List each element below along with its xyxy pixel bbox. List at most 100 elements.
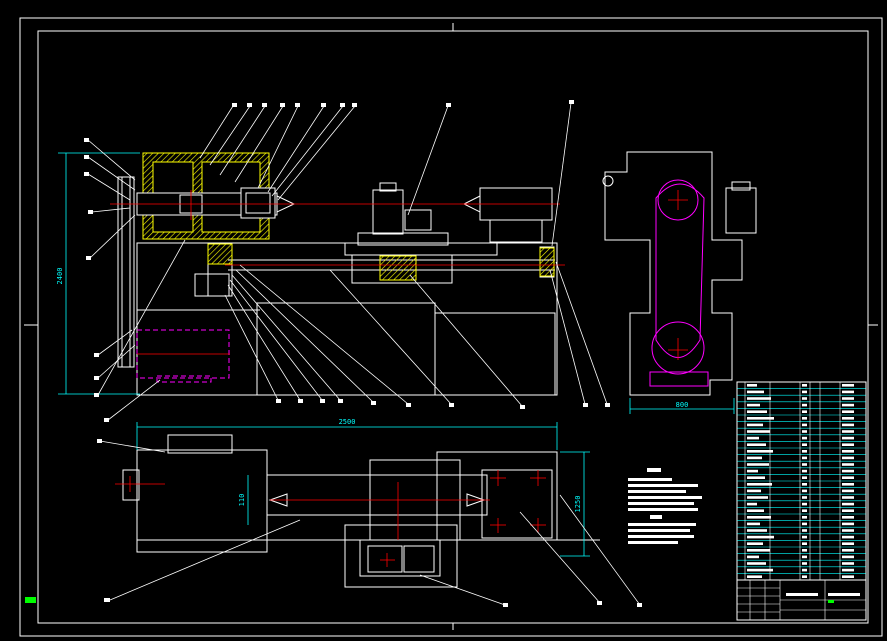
parts-list-cell-text	[802, 568, 807, 572]
title-block-text	[786, 593, 818, 596]
center-lines-side	[668, 190, 688, 360]
parts-list-cell-text	[802, 496, 807, 499]
main-elevation-view	[117, 152, 558, 396]
parts-list-cell-text	[842, 390, 854, 394]
parts-list-cell-text	[747, 403, 760, 407]
parts-list-cell-text	[842, 384, 854, 387]
plan-view	[122, 434, 600, 588]
status-mark	[25, 597, 36, 603]
parts-list-cell-text	[842, 562, 854, 565]
parts-list-cell-text	[802, 483, 807, 486]
leader-lines-bottom	[224, 261, 608, 407]
parts-list-cell-text	[842, 568, 854, 572]
parts-list-cell-text	[747, 483, 772, 486]
leader-tags-left	[84, 138, 109, 422]
parts-list-cell-text	[842, 502, 854, 506]
parts-list-cell-text	[842, 417, 854, 420]
leader-tags-top	[232, 100, 574, 107]
parts-list-cell-text	[802, 549, 807, 552]
parts-list-cell-text	[747, 463, 769, 466]
parts-list-cell-text	[802, 489, 807, 493]
parts-list-cell-text	[802, 529, 807, 532]
parts-list-cell-text	[842, 542, 854, 545]
parts-list-cell-text	[747, 436, 759, 440]
parts-list-cell-text	[802, 535, 807, 539]
dim-right-base	[629, 398, 735, 414]
sheet-border	[19, 17, 883, 637]
parts-list-cell-text	[802, 516, 807, 519]
parts-list-cell-text	[802, 463, 807, 466]
parts-list-cell-text	[747, 430, 770, 433]
center-lines-plan	[115, 470, 546, 567]
parts-list-cell-text	[842, 410, 854, 413]
parts-list-cell-text	[747, 469, 758, 473]
parts-list-cell-text	[747, 384, 757, 387]
parts-list-cell-text	[747, 575, 762, 578]
parts-list-cell-text	[842, 450, 854, 453]
title-block-mark	[828, 600, 834, 603]
parts-list-cell-text	[842, 529, 854, 532]
parts-list-cell-text	[842, 575, 854, 578]
parts-list-cell-text	[842, 496, 854, 499]
parts-list-cell-text	[842, 463, 854, 466]
parts-list-cell-text	[747, 410, 767, 413]
parts-list-cell-text	[842, 555, 854, 559]
dim-left-height-label: 2400	[56, 268, 64, 285]
parts-list-cell-text	[747, 456, 762, 460]
parts-list-cell-text	[747, 390, 764, 394]
parts-list-cell-text	[842, 476, 854, 479]
parts-list-cell-text	[842, 516, 854, 519]
parts-list-cell-text	[842, 469, 854, 473]
parts-list-cell-text	[747, 549, 770, 552]
parts-list-cell-text	[802, 450, 807, 453]
dim-left-height	[58, 152, 140, 395]
parts-list-cell-text	[747, 397, 771, 400]
parts-list-cell-text	[802, 390, 807, 394]
parts-list-cell-text	[802, 397, 807, 400]
parts-list-cell-text	[842, 443, 854, 446]
parts-list-cell-text	[747, 555, 759, 559]
parts-list-cell-text	[842, 535, 854, 539]
center-lines-main	[110, 190, 565, 355]
dim-cylinder-height-label: 110	[238, 494, 246, 507]
parts-list-cell-text	[802, 436, 807, 440]
parts-list-cell-text	[802, 575, 807, 578]
parts-list-cell-text	[747, 516, 771, 519]
parts-list-cell-text	[802, 502, 807, 506]
leader-tags-bottom	[276, 399, 610, 409]
parts-list-cell-text	[842, 489, 854, 493]
parts-list-cell-text	[802, 476, 807, 479]
parts-list-cell-text	[747, 568, 773, 572]
parts-list-cell-text	[747, 423, 763, 427]
parts-list-cell-text	[802, 555, 807, 559]
parts-list-cell-text	[747, 489, 761, 493]
parts-list-cell-text	[802, 469, 807, 473]
dim-right-height-label: 1250	[574, 496, 582, 513]
parts-list-cell-text	[747, 522, 760, 526]
parts-list-cell-text	[802, 509, 807, 512]
parts-list-cell-text	[802, 384, 807, 387]
parts-list-cell-text	[842, 456, 854, 460]
parts-list-cell-text	[802, 417, 807, 420]
parts-list-cell-text	[802, 542, 807, 545]
parts-list-cell-text	[842, 436, 854, 440]
parts-list-cell-text	[802, 430, 807, 433]
dim-plan	[136, 422, 590, 557]
title-block-text	[828, 593, 860, 596]
parts-list-cell-text	[802, 410, 807, 413]
parts-list-cell-text	[747, 502, 757, 506]
parts-list-cell-text	[802, 443, 807, 446]
parts-list-cell-text	[842, 522, 854, 526]
parts-list-cell-text	[802, 522, 807, 526]
parts-list-cell-text	[842, 423, 854, 427]
parts-list-cell-text	[842, 397, 854, 400]
motor-hidden	[136, 329, 230, 383]
leader-lines-left	[87, 139, 186, 421]
parts-list-cell-text	[747, 509, 764, 512]
parts-list-cell-text	[802, 562, 807, 565]
parts-list-cell-text	[802, 456, 807, 460]
parts-list-cell-text	[747, 529, 767, 532]
parts-list-cell-text	[747, 562, 766, 565]
parts-list-cell-text	[842, 509, 854, 512]
parts-list-cell-text	[747, 496, 768, 499]
